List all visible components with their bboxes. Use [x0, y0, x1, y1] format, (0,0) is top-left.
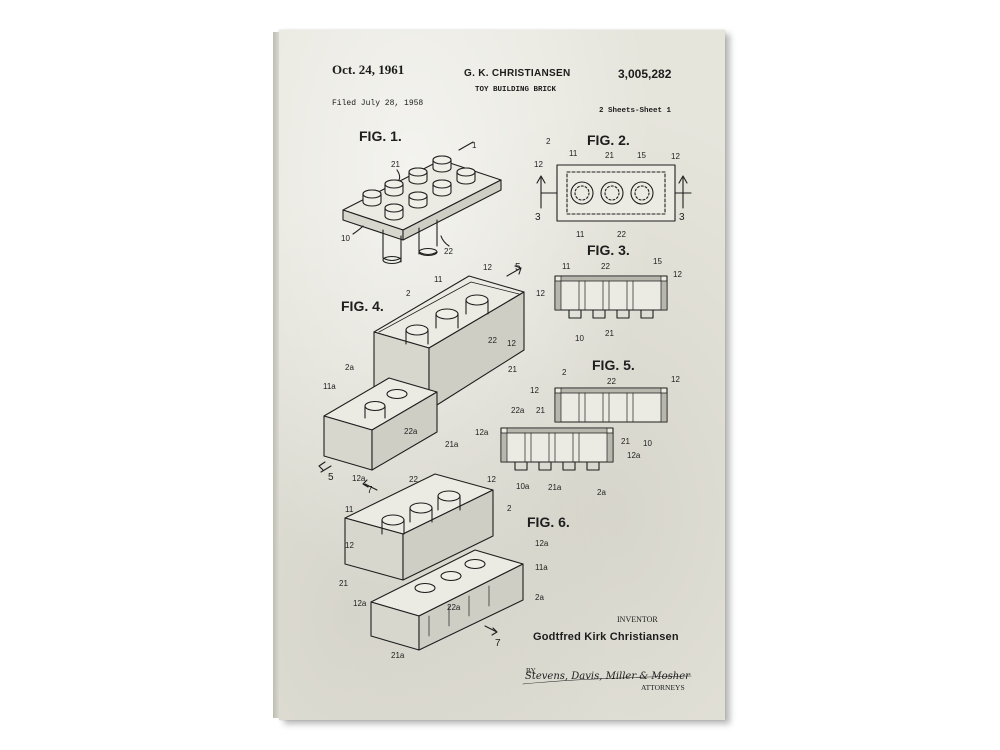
- svg-text:10: 10: [341, 234, 350, 243]
- svg-text:12a: 12a: [535, 539, 549, 548]
- svg-text:12: 12: [530, 386, 539, 395]
- patent-number: 3,005,282: [618, 67, 672, 81]
- fig4-exploded-drawing: 5 5 11 12 2 12 22 21 2a 11a 22a 21a 12a: [318, 262, 525, 483]
- svg-text:12a: 12a: [353, 599, 367, 608]
- svg-text:2a: 2a: [345, 363, 354, 372]
- svg-text:21a: 21a: [445, 440, 459, 449]
- svg-text:21: 21: [605, 151, 614, 160]
- svg-text:21: 21: [339, 579, 348, 588]
- svg-text:22: 22: [488, 336, 497, 345]
- fig2-label: FIG. 2.: [587, 132, 630, 148]
- svg-text:12: 12: [671, 152, 680, 161]
- svg-text:12: 12: [536, 289, 545, 298]
- svg-text:12: 12: [673, 270, 682, 279]
- svg-text:2: 2: [546, 137, 551, 146]
- svg-text:21: 21: [605, 329, 614, 338]
- svg-text:12: 12: [534, 160, 543, 169]
- svg-text:3: 3: [535, 212, 541, 223]
- canvas-side-edge: [273, 32, 279, 718]
- svg-text:12: 12: [671, 375, 680, 384]
- svg-text:21: 21: [536, 406, 545, 415]
- svg-text:2a: 2a: [597, 488, 606, 497]
- svg-text:7: 7: [495, 638, 501, 649]
- svg-text:7: 7: [367, 485, 373, 496]
- svg-text:2a: 2a: [535, 593, 544, 602]
- fig1-label: FIG. 1.: [359, 128, 402, 144]
- svg-text:10: 10: [575, 334, 584, 343]
- attorney-signature: Stevens, Davis, Miller & Mosher: [525, 671, 690, 682]
- by-label: BY: [526, 667, 536, 675]
- svg-text:10a: 10a: [516, 482, 530, 491]
- patent-title: TOY BUILDING BRICK: [475, 86, 557, 94]
- fig6-assembly-drawing: 7 7 22 12 2 11 12 12a 11a 21 12a 22a 2a …: [339, 473, 549, 660]
- svg-text:12: 12: [345, 541, 354, 550]
- patent-sheet: Oct. 24, 1961 G. K. CHRISTIANSEN 3,005,2…: [279, 30, 725, 720]
- svg-text:11: 11: [345, 505, 354, 514]
- fig2-plan-drawing: 3 3 2 11 21 15 12 12 11 22: [534, 137, 692, 239]
- svg-text:22: 22: [607, 377, 616, 386]
- fig4-label: FIG. 4.: [341, 298, 384, 314]
- inventor-label: INVENTOR: [617, 615, 658, 624]
- filed-date: Filed July 28, 1958: [332, 99, 424, 108]
- svg-text:5: 5: [328, 472, 334, 483]
- canvas-print: Oct. 24, 1961 G. K. CHRISTIANSEN 3,005,2…: [273, 30, 725, 720]
- svg-text:11a: 11a: [535, 563, 548, 572]
- svg-text:11a: 11a: [323, 382, 336, 391]
- svg-text:2: 2: [562, 368, 567, 377]
- svg-text:21: 21: [391, 160, 400, 169]
- svg-text:11: 11: [569, 149, 578, 158]
- svg-text:12: 12: [483, 263, 492, 272]
- svg-text:22: 22: [617, 230, 626, 239]
- svg-text:11: 11: [434, 275, 443, 284]
- svg-text:12: 12: [487, 475, 496, 484]
- fig3-label: FIG. 3.: [587, 242, 630, 258]
- svg-text:11: 11: [562, 262, 571, 271]
- fig5-section-drawing: 2 22 12 12 22a 21 12a 21 10 12a 10a 21a …: [475, 368, 680, 497]
- svg-text:10: 10: [643, 439, 652, 448]
- patent-date: Oct. 24, 1961: [332, 62, 405, 77]
- fig1-brick-drawing: 1 21 10 22: [341, 141, 502, 265]
- svg-text:22: 22: [409, 475, 418, 484]
- inventor-name: Godtfred Kirk Christiansen: [533, 631, 679, 643]
- svg-text:21: 21: [508, 365, 517, 374]
- svg-text:3: 3: [679, 212, 685, 223]
- svg-text:5: 5: [515, 262, 521, 273]
- svg-text:12: 12: [507, 339, 516, 348]
- svg-text:1: 1: [472, 141, 477, 150]
- svg-text:22a: 22a: [511, 406, 525, 415]
- patent-drawings: 1 21 10 22 3 3 2 11 21 15: [318, 137, 692, 685]
- svg-text:22: 22: [444, 247, 453, 256]
- svg-text:21: 21: [621, 437, 630, 446]
- signature-flourish: [522, 675, 692, 685]
- fig6-label: FIG. 6.: [527, 514, 570, 530]
- svg-text:21a: 21a: [548, 483, 562, 492]
- inventor-header: G. K. CHRISTIANSEN: [464, 68, 571, 79]
- svg-text:22a: 22a: [404, 427, 418, 436]
- attorneys-label: ATTORNEYS: [641, 683, 685, 692]
- svg-text:21a: 21a: [391, 651, 405, 660]
- svg-text:12a: 12a: [352, 474, 366, 483]
- svg-text:12a: 12a: [627, 451, 641, 460]
- svg-text:11: 11: [576, 230, 585, 239]
- svg-text:15: 15: [637, 151, 646, 160]
- svg-text:15: 15: [653, 257, 662, 266]
- sheet-count: 2 Sheets-Sheet 1: [599, 107, 672, 115]
- fig5-label: FIG. 5.: [592, 357, 635, 373]
- svg-text:22a: 22a: [447, 603, 461, 612]
- fig3-section-drawing: 11 22 15 12 12 10 21: [536, 257, 682, 343]
- svg-text:12a: 12a: [475, 428, 489, 437]
- svg-text:22: 22: [601, 262, 610, 271]
- svg-text:2: 2: [406, 289, 411, 298]
- svg-text:2: 2: [507, 504, 512, 513]
